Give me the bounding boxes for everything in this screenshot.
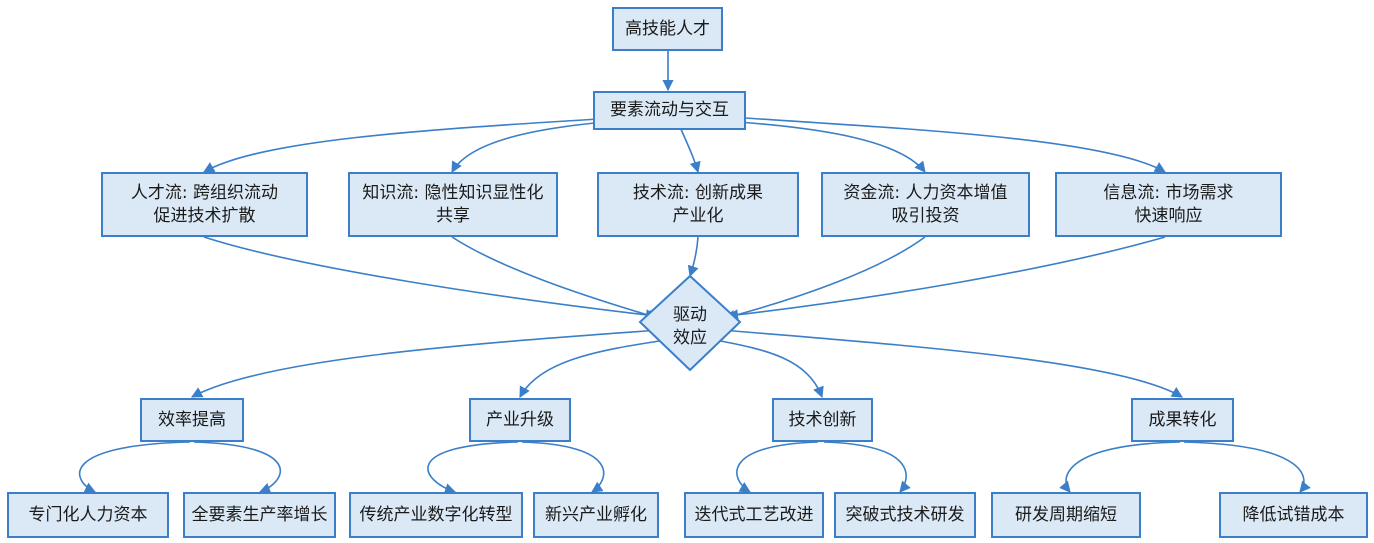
edge-flow-3-to-driver — [687, 236, 699, 278]
node-outcome-7: 研发周期缩短 — [991, 492, 1141, 538]
edge-flow-1-to-driver — [203, 236, 658, 321]
node-top: 高技能人才 — [612, 7, 723, 51]
effect-4-label: 成果转化 — [1148, 409, 1217, 430]
edge-interaction-to-flow-4 — [737, 121, 926, 173]
edge-interaction-to-flow-2 — [451, 121, 606, 173]
edge-effect-4-to-outcome-7 — [1059, 441, 1181, 493]
flow-3-line-1: 技术流: 创新成果 — [632, 182, 764, 203]
flow-2-line-2: 共享 — [436, 205, 470, 226]
node-flow-3: 技术流: 创新成果 产业化 — [597, 172, 799, 237]
edge-driver-to-effect-1 — [191, 329, 661, 398]
driver-line-1: 驱动 — [673, 305, 707, 325]
outcome-3-label: 传统产业数字化转型 — [359, 504, 513, 525]
node-flow-4: 资金流: 人力资本增值 吸引投资 — [821, 172, 1030, 237]
outcome-4-label: 新兴产业孵化 — [545, 504, 647, 525]
flow-5-line-1: 信息流: 市场需求 — [1103, 182, 1234, 203]
outcome-2-label: 全要素生产率增长 — [191, 504, 328, 525]
edge-effect-1-to-outcome-1 — [78, 441, 191, 493]
edge-effect-3-to-outcome-6 — [823, 441, 911, 493]
edge-effect-1-to-outcome-2 — [193, 441, 281, 494]
driver-diamond — [638, 274, 742, 372]
edge-effect-4-to-outcome-8 — [1183, 441, 1311, 493]
node-outcome-8: 降低试错成本 — [1219, 492, 1368, 538]
node-outcome-5: 迭代式工艺改进 — [684, 492, 824, 538]
edge-driver-to-effect-2 — [519, 339, 667, 398]
flow-1-line-1: 人才流: 跨组织流动 — [130, 182, 279, 203]
edge-interaction-to-flow-1 — [203, 118, 599, 173]
node-outcome-1: 专门化人力资本 — [7, 492, 169, 538]
outcome-6-label: 突破式技术研发 — [845, 504, 965, 525]
flow-4-line-2: 吸引投资 — [891, 205, 960, 226]
flow-4-line-1: 资金流: 人力资本增值 — [843, 182, 1008, 203]
node-flow-1: 人才流: 跨组织流动 促进技术扩散 — [101, 172, 308, 237]
edge-flow-2-to-driver — [451, 236, 660, 321]
edge-flow-5-to-driver — [726, 236, 1166, 321]
node-interaction: 要素流动与交互 — [593, 91, 746, 130]
effect-1-label: 效率提高 — [158, 409, 226, 430]
node-effect-2: 产业升级 — [469, 398, 571, 442]
edge-driver-to-effect-3 — [714, 339, 824, 399]
flow-1-line-2: 促进技术扩散 — [153, 205, 256, 226]
edge-interaction-to-flow-5 — [744, 117, 1166, 173]
outcome-8-label: 降低试错成本 — [1242, 504, 1345, 525]
flow-5-line-2: 快速响应 — [1134, 205, 1203, 226]
node-effect-3: 技术创新 — [772, 398, 873, 442]
edge-driver-to-effect-4 — [721, 329, 1183, 398]
node-outcome-6: 突破式技术研发 — [834, 492, 976, 538]
node-effect-4: 成果转化 — [1131, 398, 1234, 442]
outcome-1-label: 专门化人力资本 — [28, 504, 148, 525]
node-flow-2: 知识流: 隐性知识显性化 共享 — [348, 172, 558, 237]
outcome-5-label: 迭代式工艺改进 — [694, 504, 814, 525]
node-outcome-3: 传统产业数字化转型 — [349, 492, 523, 538]
edge-effect-3-to-outcome-5 — [736, 441, 819, 493]
flow-3-line-2: 产业化 — [672, 205, 724, 226]
effect-2-label: 产业升级 — [486, 409, 554, 430]
flow-2-line-1: 知识流: 隐性知识显性化 — [362, 182, 544, 203]
edge-interaction-to-flow-3 — [679, 126, 701, 174]
edge-effect-2-to-outcome-3 — [427, 441, 519, 495]
effect-3-label: 技术创新 — [788, 409, 857, 430]
node-outcome-4: 新兴产业孵化 — [533, 492, 659, 538]
edge-effect-2-to-outcome-4 — [521, 441, 605, 493]
driver-line-2: 效应 — [673, 328, 707, 348]
node-flow-5: 信息流: 市场需求 快速响应 — [1055, 172, 1282, 237]
node-top-label: 高技能人才 — [625, 18, 710, 39]
node-effect-1: 效率提高 — [140, 398, 244, 442]
node-interaction-label: 要素流动与交互 — [610, 100, 729, 120]
driver-label: 驱动 效应 — [640, 280, 740, 374]
edge-flow-4-to-driver — [723, 236, 926, 321]
outcome-7-label: 研发周期缩短 — [1015, 504, 1117, 525]
node-outcome-2: 全要素生产率增长 — [183, 492, 336, 538]
